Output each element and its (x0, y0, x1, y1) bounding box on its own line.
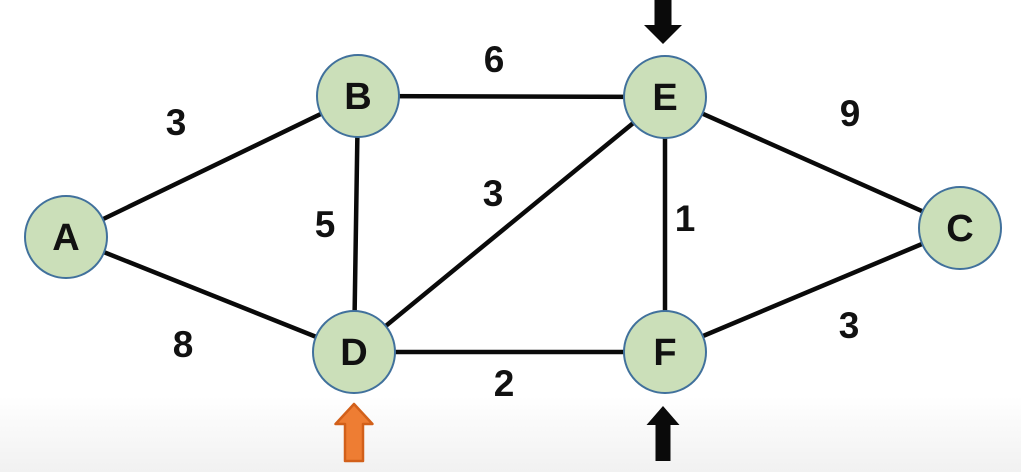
edge-F-C (662, 225, 963, 355)
edge-weight-E-F: 1 (675, 198, 696, 239)
edge-weight-A-D: 8 (173, 324, 194, 365)
edge-weight-D-E: 3 (483, 173, 504, 214)
node-label-E: E (652, 77, 677, 119)
pointer-arrow-up-F (646, 406, 680, 461)
edge-B-D (351, 93, 361, 355)
node-A (24, 195, 108, 279)
edge-A-D (63, 234, 357, 355)
edge-D-E (351, 94, 668, 355)
node-F (623, 310, 707, 394)
edge-B-E (355, 93, 668, 100)
node-label-D: D (340, 332, 367, 374)
node-label-C: C (946, 208, 973, 250)
edge-weight-F-C: 3 (839, 305, 860, 346)
edge-weight-D-F: 2 (494, 363, 515, 404)
node-C (918, 186, 1002, 270)
pointer-arrow-down-E (644, 0, 682, 44)
node-label-B: B (344, 76, 371, 118)
pointer-arrow-up-D (334, 402, 374, 463)
node-label-A: A (52, 217, 79, 259)
edge-weight-A-B: 3 (166, 102, 187, 143)
node-D (312, 310, 396, 394)
node-B (316, 54, 400, 138)
node-E (623, 55, 707, 139)
edge-A-B (63, 93, 361, 240)
edge-E-C (662, 94, 963, 231)
edge-weight-E-C: 9 (840, 93, 861, 134)
node-label-F: F (653, 332, 676, 374)
edge-weight-B-D: 5 (315, 204, 336, 245)
edge-weight-B-E: 6 (484, 39, 505, 80)
